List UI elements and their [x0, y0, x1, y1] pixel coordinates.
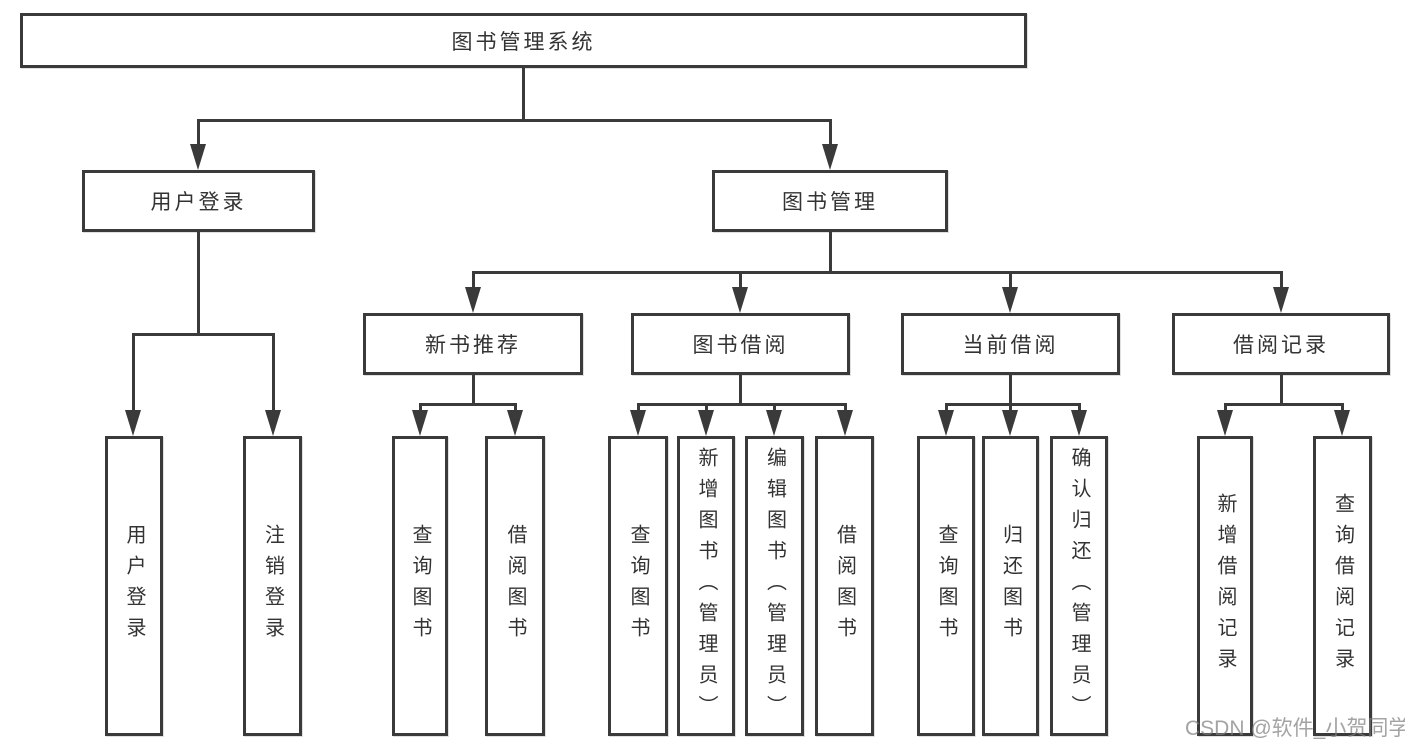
node-borrow-records: 借阅记录	[1172, 313, 1390, 375]
leaf-add-book-admin-label: 新增图书（管理员）	[695, 446, 717, 726]
arrowhead-query-books-current	[938, 410, 954, 436]
connector-userlogin-hline	[132, 333, 275, 336]
arrowhead-book-management	[822, 144, 838, 170]
leaf-query-books-recommend-label: 查询图书	[409, 524, 431, 648]
arrowhead-borrow-records	[1273, 287, 1289, 313]
connector-current-drop-3	[1078, 403, 1081, 415]
connector-bookmgmt-drop-1	[472, 271, 475, 291]
arrowhead-current-borrow	[1002, 287, 1018, 313]
node-user-login-label: 用户登录	[150, 191, 247, 214]
leaf-edit-book-admin: 编辑图书（管理员）	[745, 436, 804, 736]
leaf-confirm-return-admin: 确认归还（管理员）	[1050, 436, 1108, 736]
node-current-borrow-label: 当前借阅	[962, 334, 1059, 357]
connector-current-drop-1	[945, 403, 948, 415]
connector-borrow-drop-2	[705, 403, 708, 415]
node-root-label: 图书管理系统	[451, 30, 596, 54]
arrowhead-confirm-return	[1071, 410, 1087, 436]
arrowhead-user-login	[190, 144, 206, 170]
node-book-borrow-label: 图书借阅	[692, 334, 789, 357]
node-book-management: 图书管理	[712, 170, 948, 232]
arrowhead-query-borrow-record	[1334, 410, 1350, 436]
node-book-management-label: 图书管理	[782, 191, 878, 214]
node-book-borrow: 图书借阅	[631, 313, 850, 375]
connector-current-drop-2	[1009, 403, 1012, 415]
leaf-logout-label: 注销登录	[261, 524, 284, 648]
leaf-query-books-current: 查询图书	[917, 436, 975, 736]
leaf-edit-book-admin-label: 编辑图书（管理员）	[763, 446, 786, 726]
node-new-book-recommend: 新书推荐	[363, 313, 583, 375]
arrowhead-new-book-recommend	[465, 287, 481, 313]
arrowhead-return-book	[1002, 410, 1018, 436]
arrowhead-leaf-logout	[265, 410, 281, 436]
leaf-query-books-recommend: 查询图书	[392, 436, 448, 736]
leaf-query-books-borrow-label: 查询图书	[627, 524, 649, 648]
connector-userlogin-drop-right	[272, 333, 275, 413]
leaf-user-login: 用户登录	[105, 436, 163, 736]
leaf-query-borrow-record: 查询借阅记录	[1313, 436, 1372, 736]
leaf-query-books-borrow: 查询图书	[608, 436, 668, 736]
connector-recommend-hline	[419, 403, 517, 406]
connector-recommend-stem	[472, 375, 475, 406]
connector-bookmgmt-hline	[472, 271, 1283, 274]
arrowhead-leaf-user-login	[125, 410, 141, 436]
connector-borrow-drop-3	[773, 403, 776, 415]
connector-records-drop-2	[1341, 403, 1344, 415]
connector-borrow-drop-1	[637, 403, 640, 415]
csdn-watermark: CSDN @软件_小贺同学	[1185, 717, 1405, 740]
connector-root-drop-right	[829, 119, 832, 149]
connector-current-stem	[1009, 375, 1012, 406]
node-root: 图书管理系统	[20, 13, 1027, 68]
connector-root-hline	[197, 119, 831, 122]
arrowhead-edit-book	[766, 410, 782, 436]
leaf-add-book-admin: 新增图书（管理员）	[677, 436, 735, 736]
connector-records-drop-1	[1224, 403, 1227, 415]
arrowhead-book-borrow	[732, 287, 748, 313]
connector-bookmgmt-stem	[829, 232, 832, 274]
leaf-borrow-books-recommend: 借阅图书	[485, 436, 545, 736]
connector-borrow-stem	[739, 375, 742, 406]
node-user-login: 用户登录	[82, 170, 315, 232]
connector-userlogin-drop-left	[132, 333, 135, 413]
arrowhead-query-books-recommend	[412, 410, 428, 436]
leaf-return-book-label: 归还图书	[999, 524, 1022, 648]
arrowhead-add-book	[698, 410, 714, 436]
leaf-user-login-label: 用户登录	[123, 524, 145, 648]
leaf-add-borrow-record-label: 新增借阅记录	[1214, 493, 1236, 679]
arrowhead-borrow-books-recommend	[507, 410, 523, 436]
connector-borrow-hline	[637, 403, 847, 406]
connector-recommend-drop-1	[419, 403, 422, 415]
arrowhead-add-borrow-record	[1217, 410, 1233, 436]
connector-root-stem	[522, 68, 525, 121]
leaf-borrow-books-label: 借阅图书	[833, 524, 856, 648]
leaf-query-books-current-label: 查询图书	[935, 524, 957, 648]
connector-root-drop-left	[197, 119, 200, 149]
leaf-confirm-return-admin-label: 确认归还（管理员）	[1068, 446, 1090, 726]
leaf-add-borrow-record: 新增借阅记录	[1197, 436, 1253, 736]
connector-records-hline	[1224, 403, 1344, 406]
connector-current-hline	[945, 403, 1081, 406]
arrowhead-borrow-books	[837, 410, 853, 436]
arrowhead-query-books-borrow	[630, 410, 646, 436]
node-current-borrow: 当前借阅	[901, 313, 1120, 375]
connector-bookmgmt-drop-4	[1280, 271, 1283, 291]
leaf-borrow-books: 借阅图书	[815, 436, 874, 736]
leaf-borrow-books-recommend-label: 借阅图书	[504, 524, 526, 648]
connector-bookmgmt-drop-3	[1009, 271, 1012, 291]
node-new-book-recommend-label: 新书推荐	[425, 334, 521, 357]
leaf-logout: 注销登录	[243, 436, 302, 736]
connector-borrow-drop-4	[844, 403, 847, 415]
connector-userlogin-stem	[197, 232, 200, 336]
leaf-return-book: 归还图书	[982, 436, 1039, 736]
leaf-query-borrow-record-label: 查询借阅记录	[1331, 493, 1354, 679]
connector-records-stem	[1280, 375, 1283, 406]
connector-recommend-drop-2	[514, 403, 517, 415]
node-borrow-records-label: 借阅记录	[1233, 334, 1329, 357]
connector-bookmgmt-drop-2	[739, 271, 742, 291]
